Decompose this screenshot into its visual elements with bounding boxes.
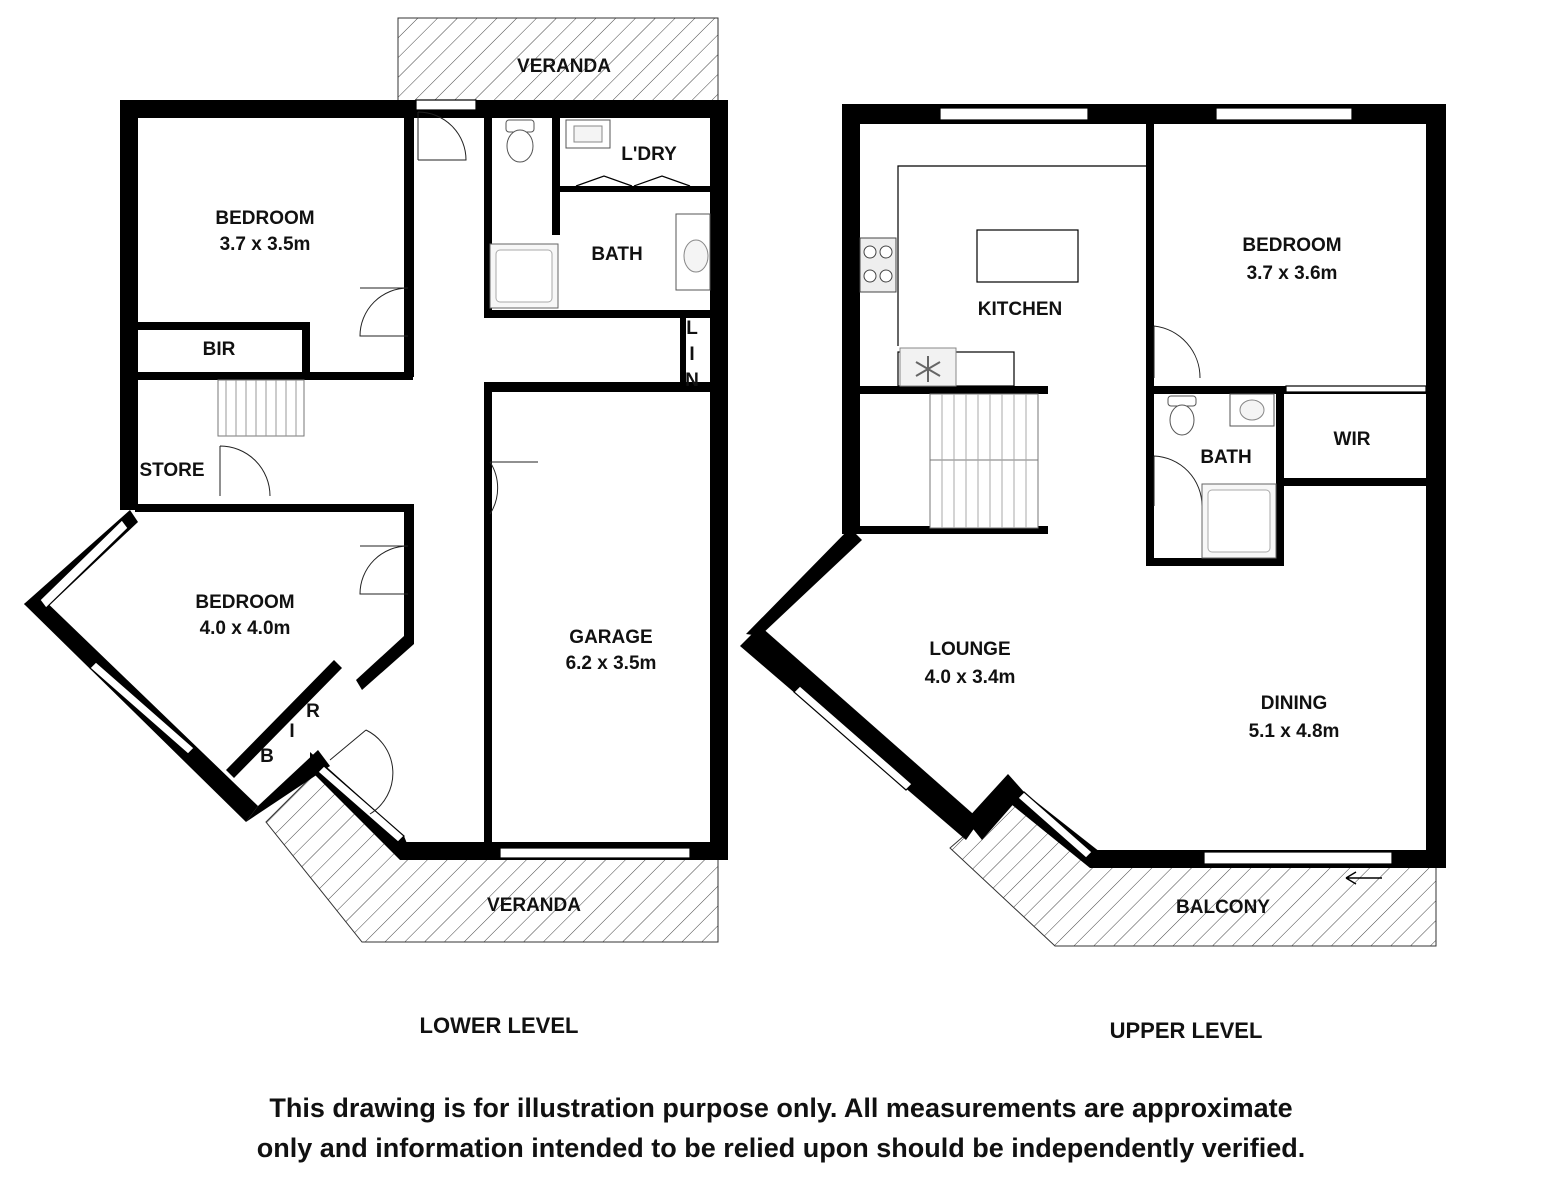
bedroom-2-size: 4.0 x 4.0m	[200, 618, 291, 639]
bedroom-2-name: BEDROOM	[195, 592, 294, 613]
veranda-bottom-label: VERANDA	[487, 895, 581, 916]
upper-level-plan: KITCHEN BEDROOM 3.7 x 3.6m BATH WIR LOUN…	[740, 104, 1446, 1043]
dining-name: DINING	[1261, 693, 1328, 714]
toilet-icon	[505, 119, 535, 163]
disclaimer: This drawing is for illustration purpose…	[0, 1088, 1562, 1168]
shower-icon	[489, 243, 559, 309]
disclaimer-line-1: This drawing is for illustration purpose…	[269, 1093, 1293, 1123]
kitchen-label: KITCHEN	[978, 299, 1062, 320]
veranda-top-label: VERANDA	[517, 56, 611, 77]
linen-letter-n: N	[685, 370, 699, 391]
staircase-icon	[217, 379, 305, 437]
bir-label: BIR	[203, 339, 236, 360]
toilet-icon	[1167, 395, 1197, 436]
bedroom-name: BEDROOM	[1242, 235, 1341, 256]
basin-icon	[1229, 393, 1275, 427]
bir-letter-i: I	[289, 721, 294, 742]
shower-icon	[1201, 483, 1277, 559]
garage-name: GARAGE	[569, 627, 652, 648]
basin-icon	[675, 213, 711, 291]
staircase-icon	[929, 393, 1039, 529]
lower-level-plan: VERANDA VERANDA BEDROOM 3.7 x 3.5m BIR S…	[24, 17, 728, 1038]
basin-icon	[565, 119, 611, 149]
bir-letter-b: B	[260, 746, 274, 767]
garage-size: 6.2 x 3.5m	[566, 653, 657, 674]
laundry-label: L'DRY	[621, 144, 677, 165]
balcony-area	[949, 795, 1437, 947]
lounge-size: 4.0 x 3.4m	[925, 667, 1016, 688]
balcony-label: BALCONY	[1176, 897, 1270, 918]
kitchen-island	[976, 229, 1079, 283]
bath-label: BATH	[591, 244, 642, 265]
bath-label: BATH	[1200, 447, 1251, 468]
bedroom-1-size: 3.7 x 3.5m	[220, 234, 311, 255]
bedroom-1-name: BEDROOM	[215, 208, 314, 229]
lounge-name: LOUNGE	[929, 639, 1010, 660]
disclaimer-line-2: only and information intended to be reli…	[256, 1133, 1306, 1163]
bedroom-size: 3.7 x 3.6m	[1247, 263, 1338, 284]
linen-letter-l: L	[686, 318, 698, 339]
stove-icon	[859, 237, 897, 293]
veranda-top-area	[397, 17, 719, 103]
exhaust-fan-icon	[899, 347, 957, 387]
lower-level-title: LOWER LEVEL	[420, 1013, 579, 1038]
linen-letter-i: I	[689, 344, 694, 365]
dining-size: 5.1 x 4.8m	[1249, 721, 1340, 742]
upper-level-title: UPPER LEVEL	[1110, 1018, 1263, 1043]
wir-label: WIR	[1334, 429, 1371, 450]
store-label: STORE	[139, 460, 204, 481]
bir-letter-r: R	[306, 701, 320, 722]
